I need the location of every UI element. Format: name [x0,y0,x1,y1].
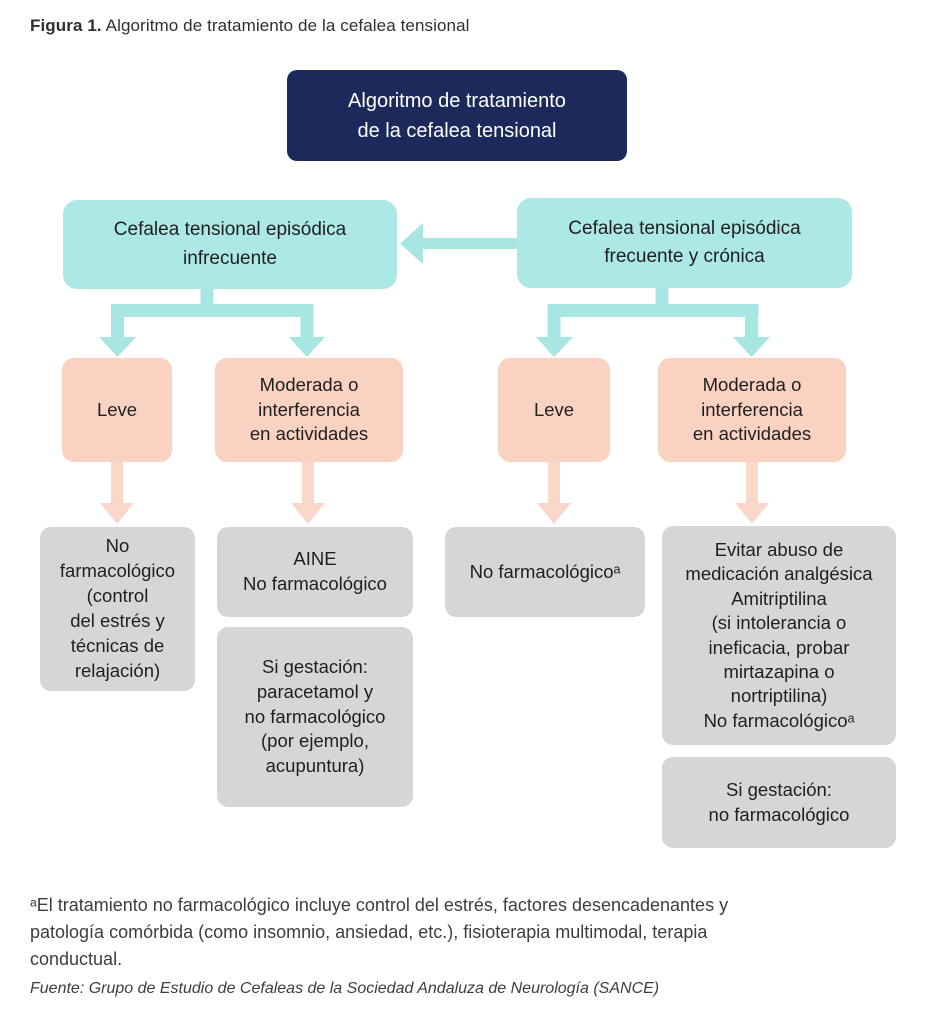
node-mild-left: Leve [62,358,172,462]
arrow-moderate-left-shaft [302,461,314,505]
branch-right-bar [547,304,759,317]
branch-right-arrow1-head [536,337,573,357]
node-treatment-moderate-left: AINE No farmacológico [217,527,413,617]
branch-right-arrow1-shaft [547,304,561,338]
branch-right-arrow2-head [733,337,770,357]
node-treatment-moderate-right-pregnancy: Si gestación: no farmacológico [662,757,896,848]
node-root: Algoritmo de tratamiento de la cefalea t… [287,70,627,161]
node-mild-right: Leve [498,358,610,462]
pink-connectors [100,461,769,524]
branch-right-arrow2-shaft [745,304,758,338]
arrow-moderate-right-head [735,503,769,524]
arrow-mild-left-head [100,503,134,524]
figure-caption-label: Figura 1. [30,16,102,35]
arrow-mild-right-shaft [548,461,560,505]
branch-left-arrow2-shaft [300,304,314,338]
node-treatment-moderate-right: Evitar abuso de medicación analgésica Am… [662,526,896,745]
cyan-connectors [99,223,770,357]
node-episodic-frequent-chronic: Cefalea tensional episódica frecuente y … [517,198,852,288]
arrow-mild-left-shaft [111,461,123,505]
figure-caption: Figura 1. Algoritmo de tratamiento de la… [30,16,470,36]
branch-left-arrow2-head [289,337,325,357]
footnote: ᵃEl tratamiento no farmacológico incluye… [30,895,729,969]
arrow-right-to-left-head [400,223,423,264]
branch-left-bar [111,304,314,317]
figure-caption-text: Algoritmo de tratamiento de la cefalea t… [101,16,470,35]
node-episodic-infrequent: Cefalea tensional episódica infrecuente [63,200,397,289]
branch-left-arrow1-shaft [111,304,124,338]
arrow-moderate-right-shaft [746,461,758,505]
source-line: Fuente: Grupo de Estudio de Cefaleas de … [30,980,660,997]
node-treatment-mild-right: No farmacológicoᵃ [445,527,645,617]
branch-left-arrow1-head [99,337,136,357]
node-treatment-mild-left: No farmacológico (control del estrés y t… [40,527,195,691]
node-treatment-moderate-left-pregnancy: Si gestación: paracetamol y no farmacoló… [217,627,413,807]
node-moderate-right: Moderada o interferencia en actividades [658,358,846,462]
arrow-right-to-left-shaft [421,238,518,249]
node-moderate-left: Moderada o interferencia en actividades [215,358,403,462]
arrow-mild-right-head [537,503,571,524]
arrow-moderate-left-head [291,503,325,524]
